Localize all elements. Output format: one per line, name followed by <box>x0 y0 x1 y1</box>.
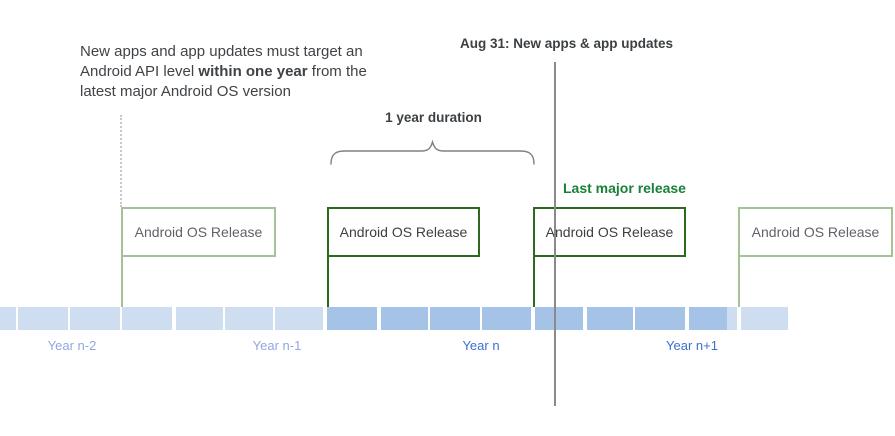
aug31-label: Aug 31: New apps & app updates <box>460 36 674 51</box>
timeline-segment-dark <box>635 307 685 330</box>
release-connector-line <box>738 255 740 307</box>
aug31-event-line <box>554 62 556 406</box>
year-label-n: Year n <box>462 338 500 353</box>
os-release-box-label: Android OS Release <box>751 224 880 240</box>
heading-line-1: New apps and app updates must target an <box>80 43 363 60</box>
timeline-segment-dark <box>381 307 428 330</box>
timeline-segment-dark <box>482 307 531 330</box>
last-major-release-label: Last major release <box>563 180 686 196</box>
timeline-segment-dark <box>689 307 727 330</box>
timeline-segment-light <box>741 307 788 330</box>
duration-label: 1 year duration <box>385 110 482 125</box>
timeline-segment-dark <box>430 307 480 330</box>
year-label-n-1: Year n-1 <box>252 338 302 353</box>
timeline-segment-light <box>70 307 120 330</box>
year-label-n-2: Year n-2 <box>47 338 97 353</box>
heading-line-2: Android API level within one year from t… <box>80 63 367 80</box>
release-marker-dotted-line <box>120 115 122 207</box>
heading-bold-phrase: within one year <box>198 63 308 80</box>
heading-line-3: latest major Android OS version <box>80 83 291 100</box>
os-release-box-2: Android OS Release <box>327 207 480 257</box>
timeline-segment-dark <box>327 307 377 330</box>
release-connector-line <box>121 255 123 307</box>
release-connector-line <box>327 255 329 307</box>
timeline-segment-light <box>122 307 172 330</box>
os-release-box-label: Android OS Release <box>339 224 468 240</box>
timeline-segment-light <box>275 307 323 330</box>
heading-text: New apps and app updates must target an … <box>80 42 420 102</box>
os-release-box-label: Android OS Release <box>545 224 674 240</box>
timeline-segment-dark <box>535 307 583 330</box>
timeline-segment-light <box>176 307 223 330</box>
os-release-box-3: Android OS Release <box>533 207 686 257</box>
year-label-n-plus-1: Year n+1 <box>666 338 718 353</box>
os-release-box-1: Android OS Release <box>121 207 276 257</box>
os-release-box-4: Android OS Release <box>738 207 893 257</box>
timeline-segment-light <box>225 307 273 330</box>
timeline-segment-light <box>18 307 68 330</box>
one-year-brace-icon <box>330 140 535 165</box>
timeline-segment-light <box>0 307 16 330</box>
timeline-bar <box>0 307 895 330</box>
os-release-box-label: Android OS Release <box>134 224 263 240</box>
timeline-segment-light <box>727 307 737 330</box>
release-connector-line <box>533 255 535 307</box>
timeline-segment-dark <box>587 307 633 330</box>
